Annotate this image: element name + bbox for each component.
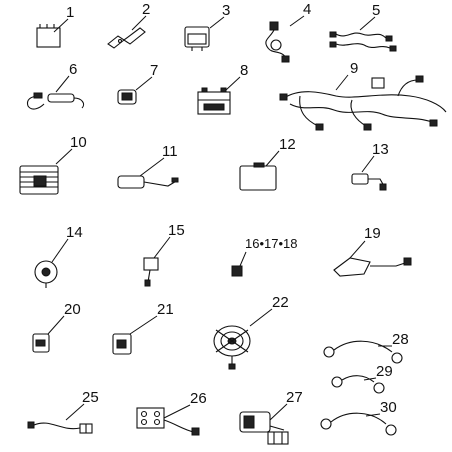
label-13: 13 xyxy=(372,141,389,158)
part-6-sensor: 6 xyxy=(26,61,85,110)
label-12: 12 xyxy=(279,136,296,153)
part-21-relay: 21 xyxy=(112,301,174,355)
label-10: 10 xyxy=(70,134,87,151)
part-26-unit: 26 xyxy=(136,390,207,436)
label-26: 26 xyxy=(190,390,207,407)
part-22-stator: 22 xyxy=(213,294,289,370)
part-27-starter-relay: 27 xyxy=(239,389,303,445)
label-28: 28 xyxy=(392,331,409,348)
part-12-cdi: 12 xyxy=(239,136,296,191)
part-29-cable: 29 xyxy=(331,363,393,394)
part-10-regulator: 10 xyxy=(19,134,87,195)
label-29: 29 xyxy=(376,363,393,380)
label-4: 4 xyxy=(303,1,311,18)
part-9-main-harness: 9 xyxy=(279,60,447,131)
part-5-wiring: 5 xyxy=(329,2,397,52)
label-30: 30 xyxy=(380,399,397,416)
label-14: 14 xyxy=(66,224,83,241)
part-16-17-18-fuse: 16•17•18 xyxy=(231,236,297,277)
label-9: 9 xyxy=(350,60,358,77)
part-25-lead: 25 xyxy=(27,389,99,434)
label-7: 7 xyxy=(150,62,158,79)
label-5: 5 xyxy=(372,2,380,19)
part-7-connector: 7 xyxy=(117,62,158,105)
label-16-17-18: 16•17•18 xyxy=(245,236,297,251)
part-11-coil: 11 xyxy=(117,143,179,189)
part-13-connector: 13 xyxy=(351,141,389,191)
part-3-unit: 3 xyxy=(184,2,230,51)
part-8-battery: 8 xyxy=(197,62,248,115)
part-2-bracket: 2 xyxy=(107,1,150,49)
label-11: 11 xyxy=(162,143,178,160)
part-28-cable: 28 xyxy=(323,331,409,364)
label-20: 20 xyxy=(64,301,81,318)
part-15-switch: 15 xyxy=(143,222,185,287)
part-1-relay: 1 xyxy=(36,4,74,48)
label-19: 19 xyxy=(364,225,381,242)
part-19-unit: 19 xyxy=(333,225,412,277)
label-15: 15 xyxy=(168,222,185,239)
label-2: 2 xyxy=(142,1,150,18)
label-8: 8 xyxy=(240,62,248,79)
label-3: 3 xyxy=(222,2,230,19)
label-27: 27 xyxy=(286,389,303,406)
label-22: 22 xyxy=(272,294,289,311)
part-30-cable: 30 xyxy=(320,399,397,436)
label-1: 1 xyxy=(66,4,74,21)
label-6: 6 xyxy=(69,61,77,78)
label-21: 21 xyxy=(157,301,174,318)
part-4-switch: 4 xyxy=(265,1,311,63)
part-14-horn: 14 xyxy=(34,224,83,288)
label-25: 25 xyxy=(82,389,99,406)
part-20-relay: 20 xyxy=(32,301,81,353)
